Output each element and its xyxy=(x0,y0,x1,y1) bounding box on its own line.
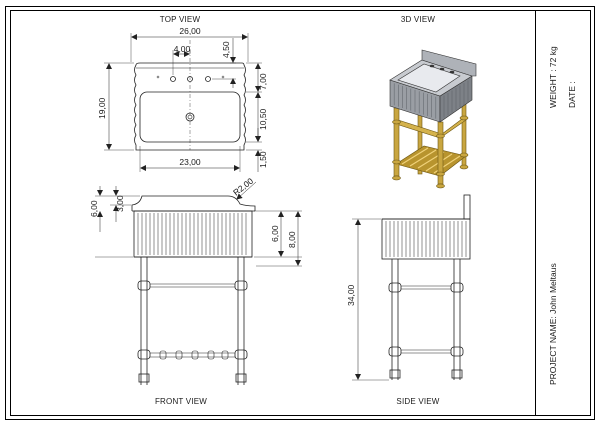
dim-tap-to-edge: 7,00 xyxy=(258,73,268,90)
top-view-dimension-labels: 26,00 4,00 4,50 7,00 19,00 10,50 1,50 23… xyxy=(97,26,268,168)
dim-front-lip: 1,50 xyxy=(258,151,268,168)
side-view xyxy=(352,194,471,381)
dim-back-depth: 4,50 xyxy=(221,41,231,58)
apron-flutes xyxy=(137,213,247,255)
side-fluted-body xyxy=(381,218,471,260)
iso-view xyxy=(389,49,477,189)
top-view-outline xyxy=(134,62,246,151)
project-name-label: PROJECT NAME: John Meltaus xyxy=(548,263,558,385)
front-view-top-profile xyxy=(131,195,256,211)
dim-overall-width: 26,00 xyxy=(179,26,201,36)
top-view-caption: TOP VIEW xyxy=(160,15,201,24)
sheet-frame xyxy=(5,6,595,420)
side-back-splash xyxy=(463,194,471,220)
tap-hole-right-icon xyxy=(205,76,211,82)
dim-overall-height: 8,00 xyxy=(287,231,297,248)
front-view xyxy=(95,181,302,385)
dim-left-height: 6,00 xyxy=(89,200,99,217)
dim-overall-depth: 19,00 xyxy=(97,97,107,119)
front-leg-left xyxy=(137,257,151,385)
top-view xyxy=(104,33,262,172)
tap-hole-left-icon xyxy=(170,76,176,82)
iso-view-caption: 3D VIEW xyxy=(401,15,436,24)
iso-brass-stand xyxy=(392,99,469,189)
dim-basin-depth: 10,50 xyxy=(258,108,268,130)
dim-back-lip: 3,00 xyxy=(115,195,125,212)
side-view-caption: SIDE VIEW xyxy=(396,397,439,406)
iso-basin xyxy=(389,49,477,123)
front-view-dimension-labels: 6,00 3,00 R2,00 6,00 8,00 xyxy=(89,176,297,248)
dim-stand-height: 34,00 xyxy=(346,284,356,306)
dim-tap-spacing: 4,00 xyxy=(174,44,191,54)
title-block: WEIGHT : 72 kg DATE : PROJECT NAME: John… xyxy=(548,46,577,385)
dim-basin-width: 23,00 xyxy=(179,157,201,167)
front-view-caption: FRONT VIEW xyxy=(155,397,207,406)
shelf-slat-ends xyxy=(159,350,229,360)
dim-apron-height: 6,00 xyxy=(270,225,280,242)
side-leg-left xyxy=(388,259,402,380)
front-leg-right xyxy=(234,257,248,385)
side-leg-right xyxy=(450,259,464,380)
dim-radius: R2,00 xyxy=(231,176,255,198)
weight-label: WEIGHT : 72 kg xyxy=(548,46,558,108)
fluted-apron xyxy=(133,210,253,258)
date-label: DATE : xyxy=(567,81,577,108)
basin-outline xyxy=(139,91,241,143)
side-flutes xyxy=(385,221,467,257)
